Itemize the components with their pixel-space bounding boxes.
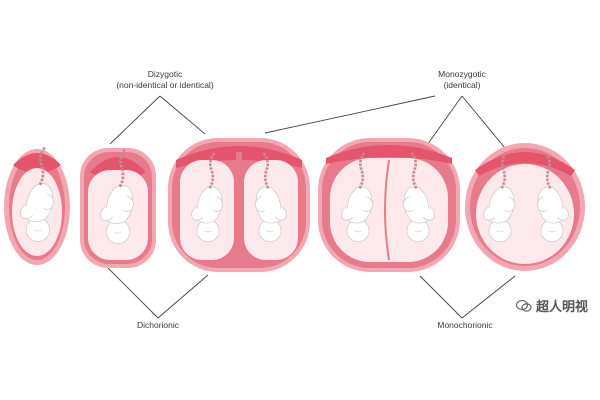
dizygotic-label: Dizygotic (non-identical or identical) [95,69,235,91]
watermark: 超人明视 [515,296,588,315]
dichorionic-label: Dichorionic [136,320,180,330]
sac-monochorionic-diamniotic [318,138,460,272]
monozygotic-label: Monozygotic (identical) [412,69,512,91]
monozygotic-title: Monozygotic [438,69,486,79]
sac-monochorionic-monoamniotic [465,143,585,271]
monochorionic-label: Monochorionic [437,320,493,330]
dizygotic-subtitle: (non-identical or identical) [116,80,214,90]
sac-dichorionic-separate-2 [80,147,156,268]
wechat-logo-icon [515,299,532,312]
sac-dichorionic-fused [168,138,310,272]
watermark-text: 超人明视 [535,300,588,315]
dizygotic-title: Dizygotic [147,69,183,79]
monozygotic-subtitle: (identical) [443,80,481,90]
connector-lines [107,95,516,319]
sac-dichorionic-separate-1 [4,145,70,265]
